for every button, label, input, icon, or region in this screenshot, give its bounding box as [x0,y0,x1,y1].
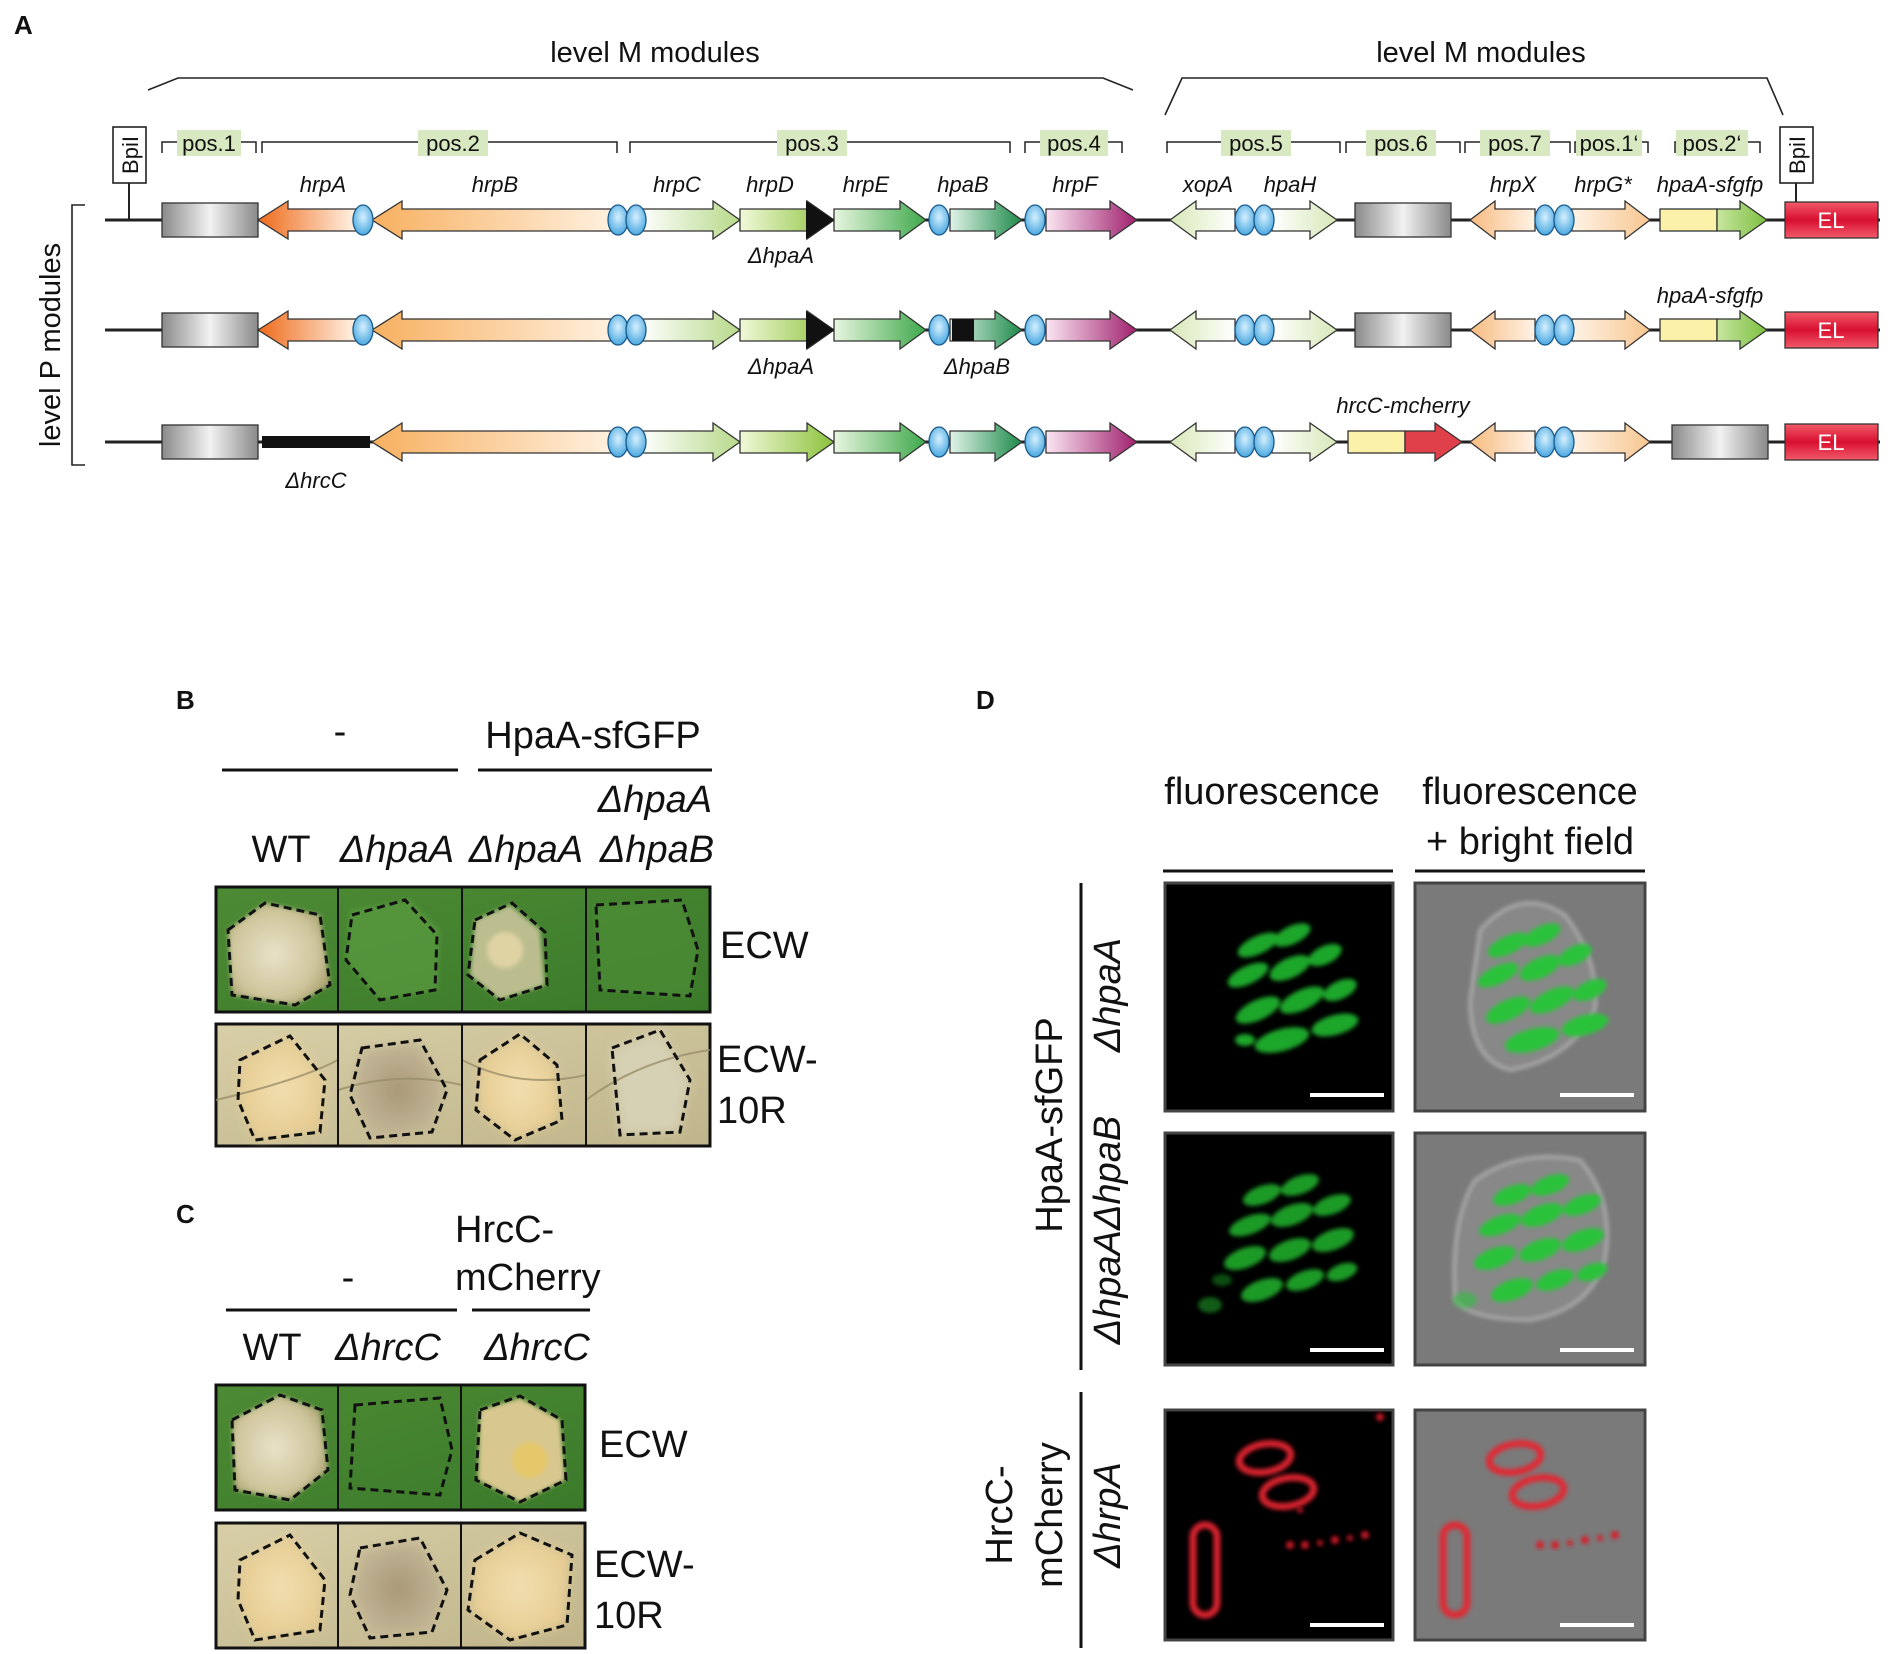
pos-5: pos.5 [1229,131,1283,156]
gene-xopA: xopA [1182,172,1233,197]
level-m-bracket-right: level M modules [1164,37,1784,116]
bpii-left-label: BpiI [118,136,143,174]
bracket-left-label: level M modules [550,37,760,69]
gene-hrpB: hrpB [472,172,518,197]
panel-d-group2-a: HrcC- [979,1465,1021,1564]
pos-2-prime: pos.2‘ [1683,131,1742,156]
panel-b-letter: B [176,685,195,715]
bracket-right-label: level M modules [1376,37,1586,69]
panel-d-col2-a: fluorescence [1422,771,1637,813]
row2-fusion-label: hpaA-sfgfp [1657,283,1763,308]
panel-d-row1: ΔhpaA [1087,938,1129,1053]
gene-labels: hrpA hrpB hrpC hrpD hrpE hpaB hrpF xopA … [300,172,1763,197]
panel-c-ecw10r-row [214,1521,587,1650]
level-m-bracket-left: level M modules [147,37,1134,91]
gene-hpaB: hpaB [937,172,988,197]
panel-a-letter: A [14,10,33,40]
panel-c-col-dhrcC-fusion: ΔhrcC [483,1327,590,1369]
pos-4: pos.4 [1047,131,1101,156]
panel-c-group-fusion-b: mCherry [455,1257,601,1299]
gene-hrpE: hrpE [843,172,890,197]
gene-hpaH: hpaH [1264,172,1317,197]
level-p-bracket: level P modules [35,204,85,466]
panel-c-row-ecw10r-a: ECW- [594,1544,695,1586]
gene-hrpX: hrpX [1490,172,1538,197]
gene-hrpD: hrpD [746,172,794,197]
panel-b-ecw10r-row [214,1022,712,1148]
panel-b-ecw-row [214,885,712,1014]
panel-c-row-ecw: ECW [599,1424,688,1466]
pos-3: pos.3 [785,131,839,156]
construct-row-2: EL hpaA-sfgfp ΔhpaA ΔhpaB [105,283,1880,379]
micrograph-hpaA-merge [1413,881,1647,1113]
construct-row-1: EL ΔhpaA [105,199,1880,268]
gene-hrpG: hrpG* [1574,172,1633,197]
panel-c-col-wt: WT [242,1327,301,1369]
row3-deletion-label: ΔhrcC [284,468,346,493]
panel-c-letter: C [176,1199,195,1229]
panel-b-group-minus: - [334,711,347,753]
el-label-row2: EL [1818,318,1845,343]
panel-d-letter: D [976,685,995,715]
panel-d-col2-b: + bright field [1426,821,1634,863]
micrograph-hrpA-merge [1413,1408,1647,1642]
gene-hpaA-sfgfp: hpaA-sfgfp [1657,172,1763,197]
row1-deletion-label: ΔhpaA [747,243,814,268]
side-label: level P modules [35,243,67,447]
bpii-site-right: BpiI [1779,126,1814,205]
gene-hrpF: hrpF [1052,172,1099,197]
row2-deletion2-label: ΔhpaB [943,354,1010,379]
panel-b-col-double-bottom: ΔhpaB [599,829,714,871]
pos-1: pos.1 [182,131,236,156]
panel-b-row-ecw10r-b: 10R [717,1090,787,1132]
panel-c-ecw-row [214,1383,587,1512]
construct-row-3: EL hrcC-mcherry ΔhrcC [105,393,1880,493]
bpii-site-left: BpiI [112,126,147,220]
panel-b-group-fusion: HpaA-sfGFP [485,715,700,757]
micrograph-double-fluor [1163,1131,1395,1367]
el-label-row3: EL [1818,430,1845,455]
pos-2: pos.2 [426,131,480,156]
panel-c-group-fusion-a: HrcC- [455,1209,554,1251]
panel-b-col-double-top: ΔhpaA [597,779,712,821]
panel-c-row-ecw10r-b: 10R [594,1595,664,1637]
micrograph-hpaA-fluor [1163,881,1395,1113]
panel-b-row-ecw10r-a: ECW- [717,1039,818,1081]
panel-d-row3: ΔhrpA [1087,1462,1129,1569]
panel-d-group2-b: mCherry [1029,1442,1071,1588]
pos-6: pos.6 [1374,131,1428,156]
panel-d-group1: HpaA-sfGFP [1029,1017,1071,1232]
micrograph-hrpA-fluor [1163,1408,1395,1642]
position-labels: pos.1 pos.2 pos.3 pos.4 pos.5 pos.6 pos.… [177,130,1748,156]
panel-c-group-minus: - [342,1257,355,1299]
panel-b-col-wt: WT [251,829,310,871]
panel-b-col-dhpaA-fusion: ΔhpaA [468,829,583,871]
pos-1-prime: pos.1‘ [1580,131,1639,156]
pos-7: pos.7 [1488,131,1542,156]
panel-d-row2: ΔhpaAΔhpaB [1087,1116,1129,1345]
gene-hrpC: hrpC [653,172,701,197]
el-label-row1: EL [1818,208,1845,233]
panel-d-col1: fluorescence [1164,771,1379,813]
panel-c-col-dhrcC: ΔhrcC [334,1327,441,1369]
panel-b-col-dhpaA: ΔhpaA [339,829,454,871]
bpii-right-label: BpiI [1785,136,1810,174]
row2-deletion1-label: ΔhpaA [747,354,814,379]
row3-fusion-label: hrcC-mcherry [1336,393,1471,418]
gene-hrpA: hrpA [300,172,346,197]
panel-b-row-ecw: ECW [720,925,809,967]
micrograph-double-merge [1413,1131,1647,1367]
